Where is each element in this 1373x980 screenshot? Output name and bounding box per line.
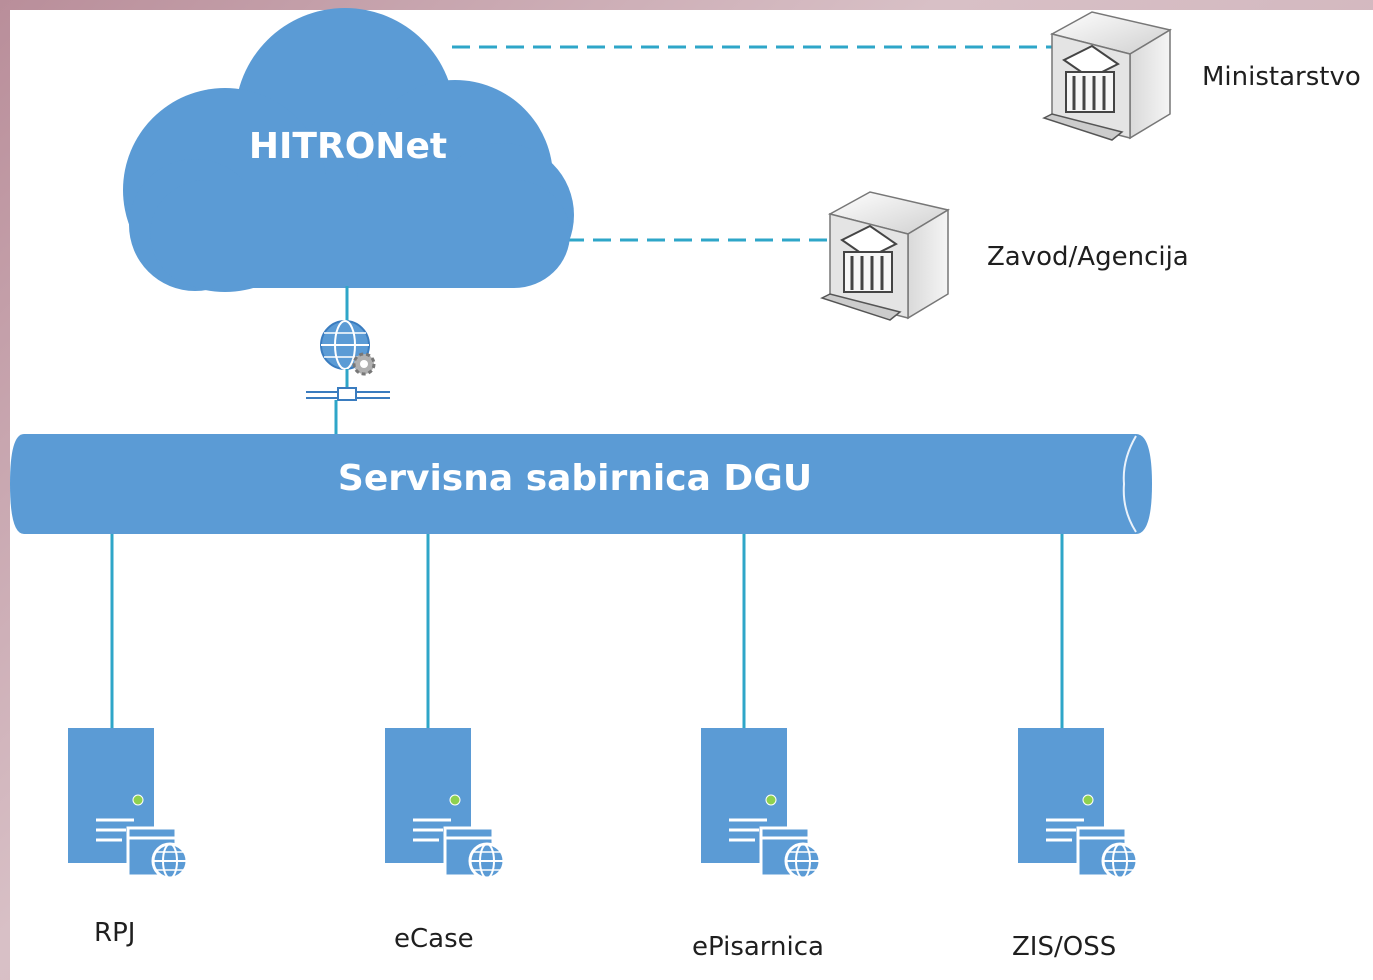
- rpj-server-icon: [66, 726, 189, 880]
- cloud-label: HITRONet: [248, 126, 448, 167]
- bus-label: Servisna sabirnica DGU: [337, 458, 813, 499]
- episarnica-label: ePisarnica: [692, 932, 824, 962]
- zavod-label: Zavod/Agencija: [987, 242, 1189, 272]
- episarnica-server-icon: [699, 726, 822, 880]
- ministarstvo-label: Ministarstvo: [1202, 62, 1361, 92]
- globe-gear-icon: [306, 320, 390, 401]
- zavod-server-icon: [820, 190, 950, 322]
- ecase-server-icon: [383, 726, 506, 880]
- service-bus: [10, 434, 1152, 534]
- zisoss-label: ZIS/OSS: [1012, 932, 1117, 962]
- ecase-label: eCase: [394, 924, 474, 954]
- ministarstvo-server-icon: [1042, 10, 1172, 142]
- hitronet-cloud: [123, 8, 574, 292]
- zisoss-server-icon: [1016, 726, 1139, 880]
- rpj-label: RPJ: [94, 918, 136, 948]
